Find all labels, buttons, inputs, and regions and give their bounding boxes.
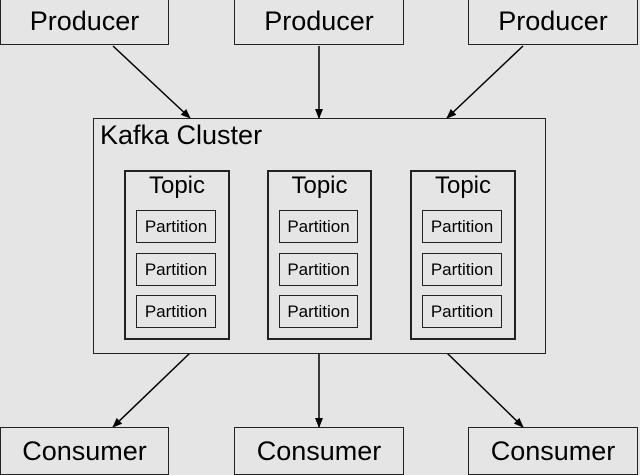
- topic-box-3: Topic Partition Partition Partition: [410, 170, 516, 340]
- partition-label: Partition: [430, 260, 494, 279]
- kafka-cluster: Kafka Cluster Topic Partition Partition …: [93, 118, 546, 354]
- consumer-node-3: Consumer: [468, 427, 638, 475]
- partition-label: Partition: [144, 302, 208, 321]
- partition-box: Partition: [136, 295, 216, 328]
- producer-label: Producer: [29, 6, 140, 36]
- consumer-node-1: Consumer: [0, 427, 169, 475]
- consumer-label: Consumer: [22, 435, 147, 466]
- producer-label: Producer: [264, 6, 374, 36]
- consumer-label: Consumer: [490, 435, 616, 466]
- arrow-producer-3-to-cluster: [446, 45, 524, 119]
- partition-label: Partition: [430, 217, 494, 236]
- producer-label: Producer: [498, 6, 608, 36]
- arrow-producer-1-to-cluster: [112, 45, 191, 119]
- arrow-cluster-to-consumer-3: [446, 352, 524, 428]
- producer-node-3: Producer: [468, 0, 638, 45]
- producer-node-2: Producer: [234, 0, 404, 45]
- topic-box-2: Topic Partition Partition Partition: [267, 170, 372, 340]
- partition-label: Partition: [287, 260, 350, 279]
- partition-box: Partition: [279, 253, 358, 286]
- partition-box: Partition: [422, 210, 502, 243]
- partition-box: Partition: [422, 253, 502, 286]
- partition-box: Partition: [279, 210, 358, 243]
- partition-label: Partition: [287, 302, 350, 321]
- partition-label: Partition: [144, 217, 208, 236]
- consumer-node-2: Consumer: [234, 427, 404, 475]
- partition-box: Partition: [136, 253, 216, 286]
- partition-label: Partition: [287, 217, 350, 236]
- partition-box: Partition: [136, 210, 216, 243]
- arrow-cluster-to-consumer-1: [112, 352, 191, 428]
- topic-title: Topic: [148, 172, 206, 199]
- topic-title: Topic: [434, 172, 492, 199]
- topic-title: Topic: [291, 172, 348, 199]
- partition-label: Partition: [144, 260, 208, 279]
- cluster-title: Kafka Cluster: [100, 120, 263, 150]
- partition-box: Partition: [422, 295, 502, 328]
- partition-label: Partition: [430, 302, 494, 321]
- consumer-label: Consumer: [256, 435, 382, 466]
- topic-box-1: Topic Partition Partition Partition: [124, 170, 230, 340]
- partition-box: Partition: [279, 295, 358, 328]
- producer-node-1: Producer: [0, 0, 169, 45]
